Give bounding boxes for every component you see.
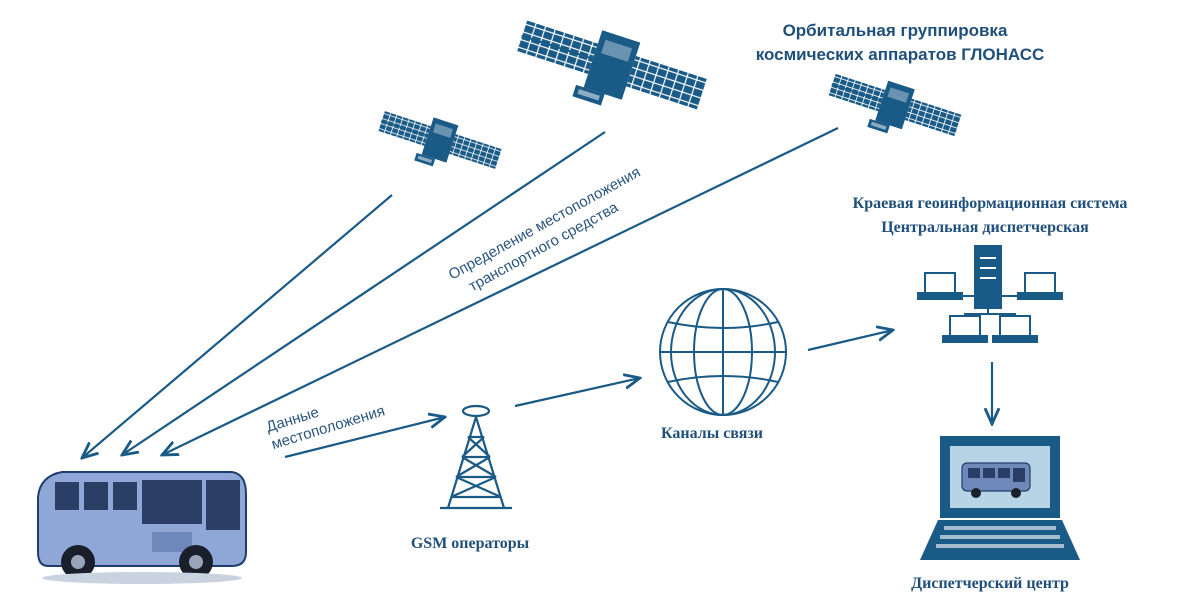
laptop-icon xyxy=(920,436,1080,560)
channels-label: Каналы связи xyxy=(661,425,763,442)
gis-label-line2: Центральная диспетчерская xyxy=(881,219,1089,236)
satellite-icon xyxy=(372,101,506,186)
orbit-title-line2: космических аппаратов ГЛОНАСС xyxy=(756,45,1045,64)
gsm-tower-icon xyxy=(440,404,512,510)
satellite-icon xyxy=(821,63,966,155)
satellite-icon xyxy=(507,6,713,136)
bus-icon xyxy=(961,462,1031,498)
bus-icon xyxy=(37,471,247,584)
bus-to-tower-arrow xyxy=(284,417,445,459)
signal-arrow xyxy=(162,127,839,455)
tower-to-globe-arrow xyxy=(514,378,640,408)
location-data-label: Данные местоположения xyxy=(264,402,387,453)
gsm-label: GSM операторы xyxy=(411,535,530,552)
network-servers-icon xyxy=(917,245,1063,343)
positioning-label-line1: Определение местоположения xyxy=(446,164,644,284)
signal-arrow xyxy=(82,194,393,458)
gis-label-line1: Краевая геоинформационная система xyxy=(853,195,1128,212)
dispatch-center-label: Диспетчерский центр xyxy=(911,575,1069,592)
signal-arrow xyxy=(122,131,606,455)
orbit-title-line1: Орбитальная группировка xyxy=(783,21,1008,40)
globe-icon xyxy=(659,288,787,416)
satellite-signal-arrows xyxy=(82,127,839,458)
globe-to-network-arrow xyxy=(807,330,893,352)
